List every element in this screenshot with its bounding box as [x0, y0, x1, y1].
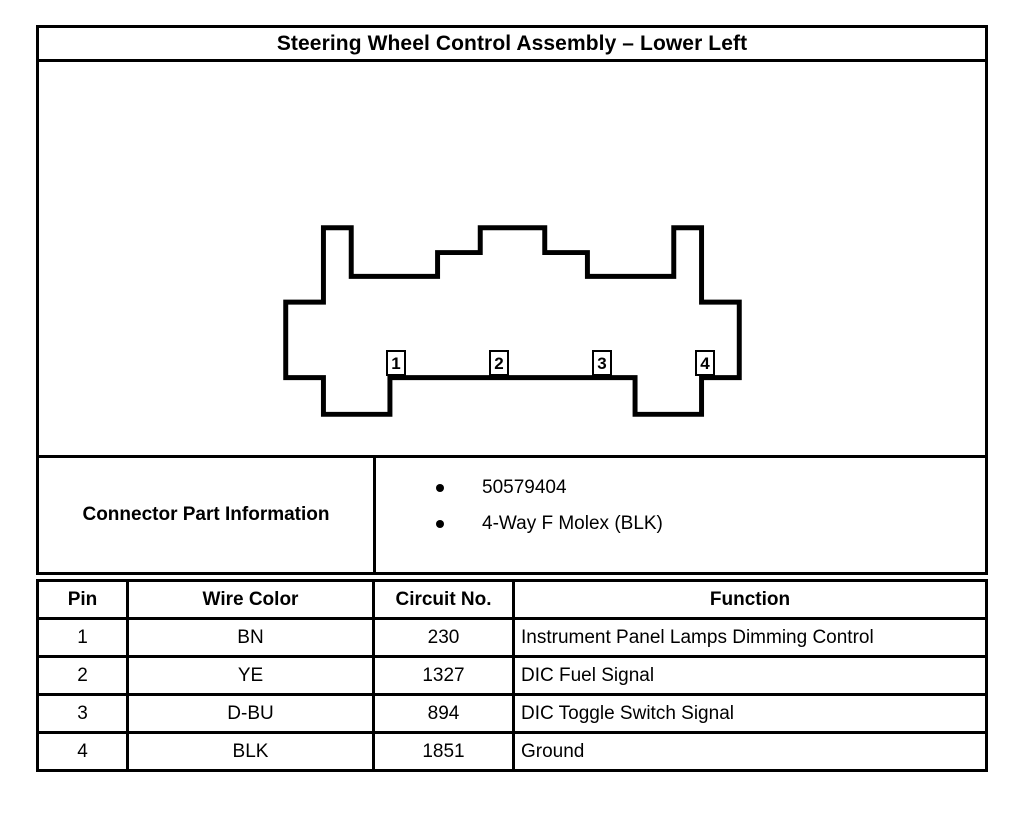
- part-information-values-cell: 50579404 4-Way F Molex (BLK): [376, 458, 985, 572]
- connector-part-information-row: Connector Part Information 50579404 4-Wa…: [36, 458, 988, 575]
- pin-marker-2: 2: [489, 350, 509, 376]
- connector-body-path: [283, 225, 742, 417]
- pin-marker-3: 3: [592, 350, 612, 376]
- cell-wire-color: BLK: [126, 731, 375, 772]
- cell-function: DIC Toggle Switch Signal: [512, 693, 988, 734]
- list-item: 50579404: [376, 470, 985, 506]
- connector-diagram-panel: 1 2 3 4: [36, 62, 988, 458]
- cell-circuit-no: 1327: [372, 655, 515, 696]
- pin-assignment-table: Pin Wire Color Circuit No. Function 1 BN…: [36, 579, 988, 772]
- cell-circuit-no: 1851: [372, 731, 515, 772]
- cell-circuit-no: 894: [372, 693, 515, 734]
- column-header-function: Function: [512, 579, 988, 620]
- part-information-label-cell: Connector Part Information: [39, 458, 376, 572]
- bullet-icon: [436, 484, 444, 492]
- cell-wire-color: D-BU: [126, 693, 375, 734]
- table-header-row: Pin Wire Color Circuit No. Function: [36, 579, 988, 620]
- part-description-value: 4-Way F Molex (BLK): [482, 513, 663, 534]
- table-row: 1 BN 230 Instrument Panel Lamps Dimming …: [36, 617, 988, 658]
- cell-function: Instrument Panel Lamps Dimming Control: [512, 617, 988, 658]
- pin-marker-1: 1: [386, 350, 406, 376]
- page-title: Steering Wheel Control Assembly – Lower …: [276, 31, 748, 55]
- bullet-icon: [436, 520, 444, 528]
- cell-pin: 1: [36, 617, 129, 658]
- table-row: 4 BLK 1851 Ground: [36, 731, 988, 772]
- cell-circuit-no: 230: [372, 617, 515, 658]
- column-header-pin: Pin: [36, 579, 129, 620]
- cell-function: DIC Fuel Signal: [512, 655, 988, 696]
- column-header-circuit-no: Circuit No.: [372, 579, 515, 620]
- connector-detail-sheet: Steering Wheel Control Assembly – Lower …: [36, 25, 988, 782]
- table-row: 3 D-BU 894 DIC Toggle Switch Signal: [36, 693, 988, 734]
- cell-wire-color: YE: [126, 655, 375, 696]
- part-information-list: 50579404 4-Way F Molex (BLK): [376, 470, 985, 542]
- cell-function: Ground: [512, 731, 988, 772]
- title-bar: Steering Wheel Control Assembly – Lower …: [36, 25, 988, 62]
- part-information-label: Connector Part Information: [82, 504, 330, 525]
- cell-pin: 3: [36, 693, 129, 734]
- connector-outline-drawing: [283, 225, 742, 417]
- column-header-wire-color: Wire Color: [126, 579, 375, 620]
- list-item: 4-Way F Molex (BLK): [376, 506, 985, 542]
- table-row: 2 YE 1327 DIC Fuel Signal: [36, 655, 988, 696]
- cell-wire-color: BN: [126, 617, 375, 658]
- cell-pin: 4: [36, 731, 129, 772]
- part-number-value: 50579404: [482, 477, 567, 498]
- cell-pin: 2: [36, 655, 129, 696]
- pin-marker-4: 4: [695, 350, 715, 376]
